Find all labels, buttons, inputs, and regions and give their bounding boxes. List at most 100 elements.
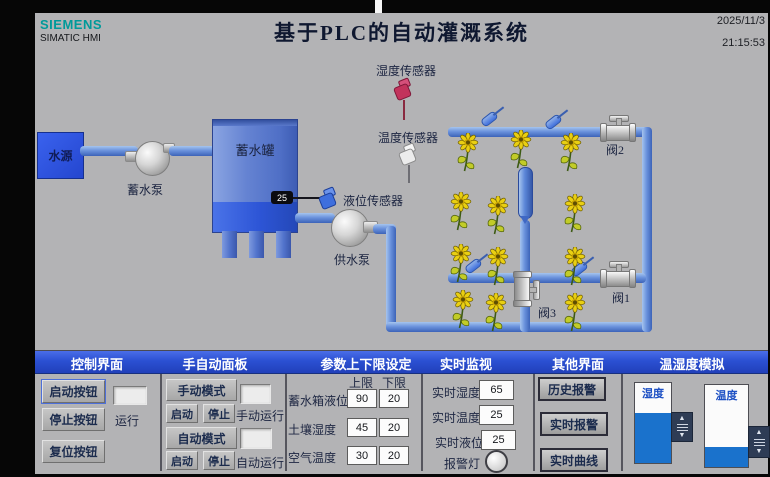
date-display: 2025/11/3 [716, 15, 765, 27]
monitor-row-label: 实时液位 [435, 436, 484, 450]
sunflower-icon [560, 133, 582, 172]
tank-label: 蓄水罐 [235, 143, 275, 158]
sunflower-icon [485, 293, 507, 332]
time-display: 21:15:53 [722, 37, 765, 49]
auto-stop-button[interactable]: 停止 [203, 451, 235, 470]
realtime-curve-button[interactable]: 实时曲线 [540, 448, 608, 472]
humidity-spinner[interactable] [671, 412, 693, 442]
alarm-lamp-label: 报警灯 [444, 457, 481, 471]
center-nozzle [518, 167, 533, 219]
section-title-params: 参数上下限设定 [320, 357, 412, 372]
valve-1-icon [599, 261, 637, 288]
sunflower-icon [450, 244, 472, 283]
air-temp-lower-field[interactable]: 20 [379, 446, 409, 465]
param-row-label: 蓄水箱液位 [288, 394, 349, 408]
realtime-temperature-field: 25 [479, 405, 514, 425]
history-alarm-button[interactable]: 历史报警 [538, 377, 606, 401]
pipe-source-to-pump [80, 146, 138, 156]
manual-mode-button[interactable]: 手动模式 [166, 379, 237, 401]
manual-stop-button[interactable]: 停止 [203, 404, 235, 423]
humidity-sensor-label: 湿度传感器 [376, 64, 437, 78]
param-row-label: 空气温度 [288, 451, 337, 465]
section-title-sim: 温湿度模拟 [659, 357, 725, 372]
sunflower-icon [564, 293, 586, 332]
top-bar-marker [375, 0, 382, 13]
start-button[interactable]: 启动按钮 [42, 380, 105, 403]
storage-tank: 蓄水罐 [212, 119, 298, 233]
sunflower-icon [564, 194, 586, 233]
sunflower-icon [487, 196, 509, 235]
lower-limit-header: 下限 [382, 376, 407, 390]
realtime-level-field: 25 [481, 430, 516, 450]
pipe-down-to-field [386, 226, 396, 328]
pipe-field-right [642, 127, 652, 332]
sunflower-icon [457, 133, 479, 172]
temperature-spinner[interactable] [748, 426, 770, 458]
alarm-lamp [485, 450, 508, 473]
pipe-field-top [448, 127, 648, 137]
section-title-other: 其他界面 [551, 357, 605, 372]
spinner-grip-icon [676, 423, 688, 431]
tank-leg [276, 231, 291, 258]
tank-level-upper-field[interactable]: 90 [347, 389, 377, 408]
section-title-control: 控制界面 [70, 357, 124, 372]
sunflower-icon [487, 247, 509, 286]
valve-3-icon [513, 270, 540, 308]
param-row-label: 土壤湿度 [288, 423, 337, 437]
tank-level-lower-field[interactable]: 20 [379, 389, 409, 408]
monitor-row-label: 实时湿度 [432, 386, 481, 400]
stop-button[interactable]: 停止按钮 [42, 408, 105, 431]
auto-mode-button[interactable]: 自动模式 [166, 427, 237, 449]
panel-divider [421, 374, 423, 471]
spinner-up-icon[interactable] [679, 415, 686, 422]
section-header-bar: 控制界面 手自动面板 参数上下限设定 实时监视 其他界面 温湿度模拟 [35, 350, 768, 374]
air-temp-upper-field[interactable]: 30 [347, 446, 377, 465]
panel-divider [621, 374, 623, 471]
auto-start-button[interactable]: 启动 [166, 451, 198, 470]
brand-block: SIEMENS SIMATIC HMI [40, 17, 102, 44]
auto-run-label: 自动运行 [236, 456, 285, 470]
soil-humidity-lower-field[interactable]: 20 [379, 418, 409, 437]
spinner-down-icon[interactable] [756, 448, 763, 455]
panel-divider [160, 374, 162, 471]
tank-top-edge [213, 120, 297, 126]
realtime-alarm-button[interactable]: 实时报警 [540, 412, 608, 436]
upper-limit-header: 上限 [349, 376, 374, 390]
page-title: 基于PLC的自动灌溉系统 [274, 21, 529, 45]
soil-humidity-upper-field[interactable]: 45 [347, 418, 377, 437]
humidity-gauge: 湿度 [634, 382, 672, 464]
supply-pump-label: 供水泵 [334, 253, 371, 267]
panel-divider [533, 374, 535, 471]
water-source-label: 水源 [48, 149, 73, 163]
realtime-humidity-field: 65 [479, 380, 514, 400]
spinner-down-icon[interactable] [679, 432, 686, 439]
level-sensor-label: 液位传感器 [343, 194, 404, 208]
panel-divider [285, 374, 287, 471]
level-sensor-icon [316, 186, 340, 212]
valve-2-icon [599, 115, 637, 142]
reset-button[interactable]: 复位按钮 [42, 440, 105, 463]
manual-start-button[interactable]: 启动 [166, 404, 198, 423]
spinner-up-icon[interactable] [756, 429, 763, 436]
tank-leg [222, 231, 237, 258]
valve-1-label: 阀1 [612, 291, 631, 305]
pipe-supply-out [373, 224, 396, 234]
valve-3-label: 阀3 [538, 306, 557, 320]
water-source-tank: 水源 [37, 132, 84, 179]
tank-leg [249, 231, 264, 258]
humidity-sensor-probe [403, 100, 405, 120]
tank-level-tag: 25 [271, 191, 293, 204]
temperature-gauge: 温度 [704, 384, 749, 468]
pipe-field-middle [448, 273, 646, 283]
center-nozzle-tip [520, 216, 530, 224]
sunflower-icon [452, 290, 474, 329]
spinner-grip-icon [753, 438, 765, 446]
sunflower-icon [564, 247, 586, 286]
temperature-gauge-fill [705, 447, 748, 467]
tank-water-level [213, 201, 297, 232]
manual-run-indicator [240, 384, 271, 404]
run-indicator [113, 386, 147, 405]
humidity-gauge-fill [635, 413, 671, 463]
monitor-row-label: 实时温度 [432, 411, 481, 425]
temperature-gauge-label: 温度 [715, 390, 738, 402]
